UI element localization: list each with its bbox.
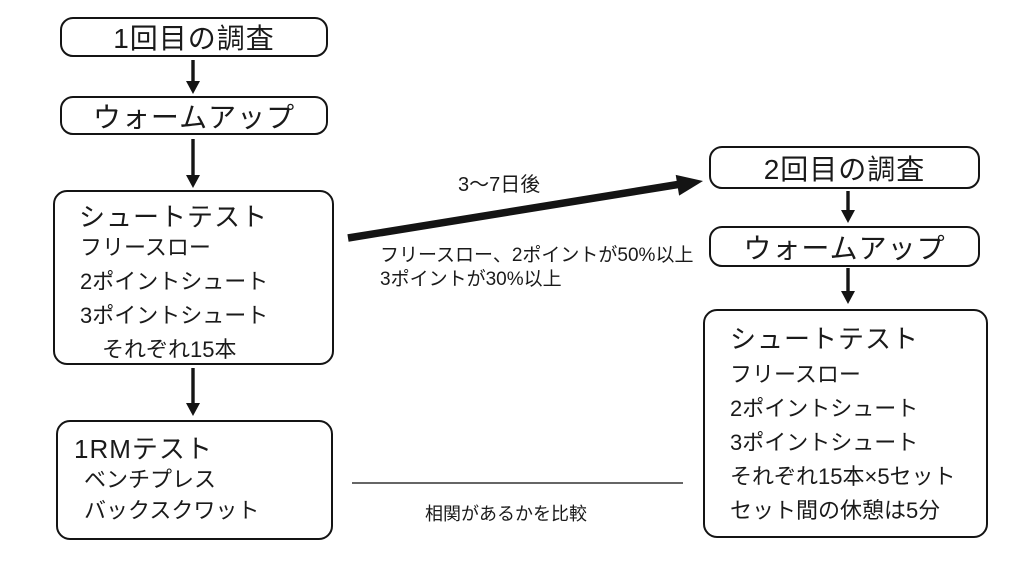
box-first-survey: 1回目の調査 [60, 17, 328, 57]
shoot-test-second-items: フリースロー 2ポイントシュート 3ポイントシュート それぞれ15本×5セット … [730, 358, 956, 528]
list-item: バックスクワット [84, 498, 260, 523]
arrow-down-right-2 [841, 268, 855, 304]
transition-criteria: フリースロー、2ポイントが50%以上 3ポイントが30%以上 [380, 244, 693, 291]
second-survey-title: 2回目の調査 [763, 153, 926, 185]
arrow-down-left-1 [186, 60, 200, 94]
comparison-label: 相関があるかを比較 [425, 504, 587, 524]
list-item: それぞれ15本×5セット [730, 464, 956, 489]
list-item: 3ポイントシュート [730, 430, 919, 455]
shoot-test-first-title: シュートテスト [79, 202, 269, 232]
first-survey-title: 1回目の調査 [113, 23, 275, 54]
list-item: 2ポイントシュート [80, 269, 269, 294]
list-item: フリースロー [730, 362, 861, 387]
list-item: それぞれ15本 [102, 337, 237, 362]
list-item: ベンチプレス [84, 467, 217, 492]
arrow-down-right-1 [841, 191, 855, 223]
shoot-test-first-items: フリースロー 2ポイントシュート 3ポイントシュート それぞれ15本 [80, 231, 268, 367]
box-warmup-second: ウォームアップ [709, 226, 980, 267]
box-second-survey: 2回目の調査 [709, 146, 980, 189]
arrow-down-left-3 [186, 368, 200, 416]
arrow-down-left-2 [186, 139, 200, 188]
list-item: フリースロー [80, 235, 211, 260]
warmup-first-label: ウォームアップ [92, 101, 296, 133]
box-rm-test: 1RMテスト ベンチプレス バックスクワット [56, 420, 333, 540]
rm-test-items: ベンチプレス バックスクワット [84, 464, 259, 526]
criteria-line: 3ポイントが30%以上 [380, 268, 562, 290]
box-shoot-test-first: シュートテスト フリースロー 2ポイントシュート 3ポイントシュート それぞれ1… [53, 190, 334, 365]
box-shoot-test-second: シュートテスト フリースロー 2ポイントシュート 3ポイントシュート それぞれ1… [703, 309, 988, 538]
shoot-test-second-title: シュートテスト [730, 324, 920, 354]
transition-arrow-label: 3〜7日後 [458, 174, 541, 196]
list-item: 2ポイントシュート [730, 396, 919, 421]
box-warmup-first: ウォームアップ [60, 96, 328, 135]
transition-arrow [347, 174, 703, 242]
warmup-second-label: ウォームアップ [743, 232, 946, 264]
criteria-line: フリースロー、2ポイントが50%以上 [380, 245, 694, 266]
list-item: セット間の休憩は5分 [730, 498, 941, 523]
list-item: 3ポイントシュート [80, 303, 269, 328]
rm-test-title: 1RMテスト [74, 434, 213, 464]
